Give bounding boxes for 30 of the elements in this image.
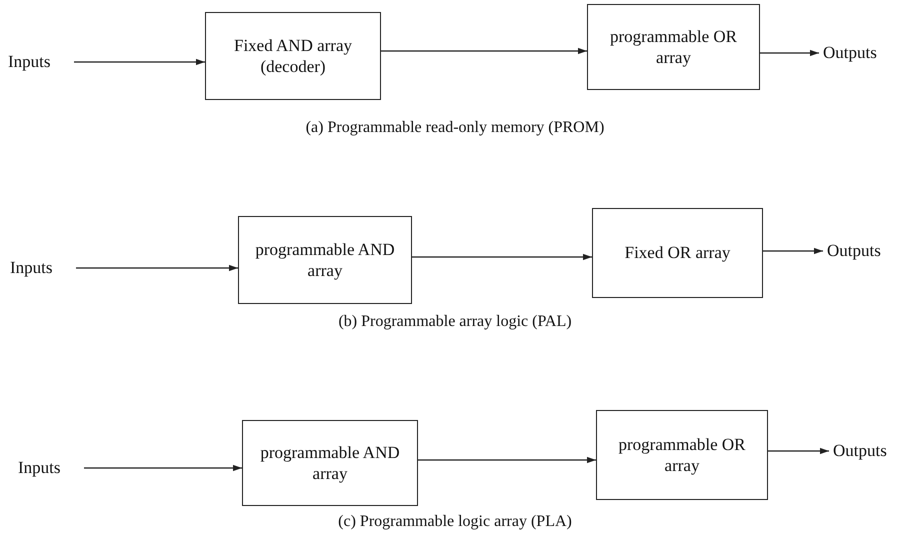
box-text: programmable OR array xyxy=(609,26,738,68)
io-label: Outputs xyxy=(827,239,905,263)
io-label: Inputs xyxy=(8,50,70,74)
arrow xyxy=(763,248,823,254)
arrow xyxy=(760,50,819,56)
logic-array-box xyxy=(238,216,412,304)
io-label: Outputs xyxy=(833,439,907,463)
io-label: Inputs xyxy=(18,456,80,480)
arrow xyxy=(418,456,596,464)
box-text: Fixed OR array xyxy=(624,242,730,264)
logic-array-box xyxy=(587,4,760,90)
box-text: programmable OR array xyxy=(618,434,746,476)
io-label: Inputs xyxy=(10,256,72,280)
box-text: Fixed AND array (decoder) xyxy=(232,34,354,78)
diagram-caption: (a) Programmable read-only memory (PROM) xyxy=(306,119,604,137)
logic-array-box xyxy=(596,410,768,500)
box-text: programmable AND array xyxy=(259,442,401,484)
arrow xyxy=(74,58,205,66)
logic-array-box xyxy=(592,208,763,298)
arrow xyxy=(381,48,587,54)
logic-array-box xyxy=(242,420,418,506)
diagram-caption: (b) Programmable array logic (PAL) xyxy=(338,313,572,331)
logic-array-box xyxy=(205,12,381,100)
io-label: Outputs xyxy=(823,41,901,65)
arrow xyxy=(768,448,829,454)
arrow xyxy=(412,254,592,260)
diagram-caption: (c) Programmable logic array (PLA) xyxy=(338,513,572,531)
arrow xyxy=(84,464,242,472)
arrow xyxy=(76,264,238,272)
box-text: programmable AND array xyxy=(254,238,396,282)
